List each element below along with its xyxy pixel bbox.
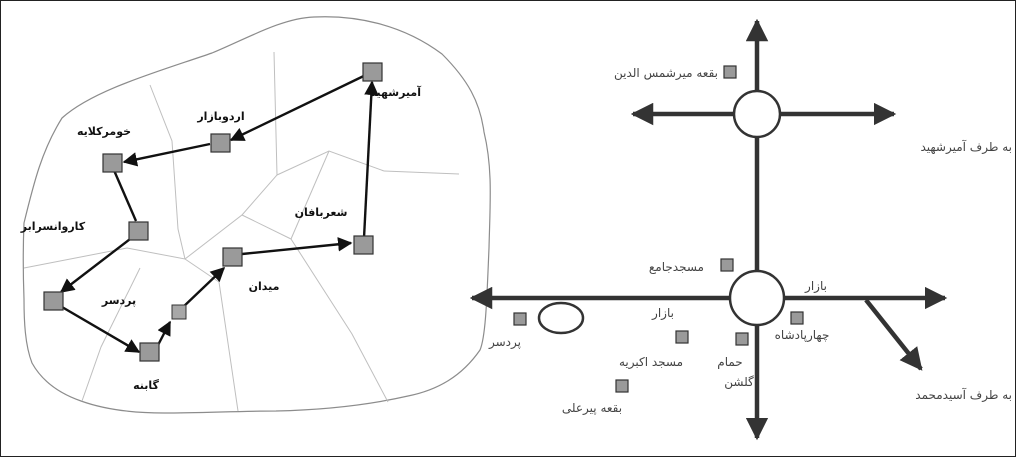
label-boghe-pirali: بقعه پیرعلی bbox=[562, 401, 622, 416]
district-line bbox=[290, 150, 330, 240]
label-karvansarabar: کاروانسرابر bbox=[20, 220, 86, 233]
diagonal-road bbox=[864, 298, 923, 371]
route-arrow bbox=[229, 70, 373, 142]
node-boghe-mirshams bbox=[723, 65, 737, 79]
node-hammam bbox=[735, 332, 749, 346]
node-sharbafan bbox=[353, 235, 374, 255]
district-line bbox=[218, 281, 239, 412]
left-map: آمیرشهید اردوبازار خومرکلایه کاروانسرابر… bbox=[20, 16, 491, 414]
label-boghe-mirshams: بقعه میرشمس الدین bbox=[614, 66, 718, 81]
node-middle-small bbox=[171, 304, 187, 320]
label-khomerkalaye: خومرکلایه bbox=[77, 125, 131, 138]
node-pardasar-right bbox=[513, 312, 527, 326]
label-pardasar-right: پردسر bbox=[488, 335, 521, 350]
node-gabneh bbox=[139, 342, 160, 362]
node-karvansarabar bbox=[128, 221, 149, 241]
route-arrow bbox=[122, 142, 211, 167]
node-boghe-pirali bbox=[615, 379, 629, 393]
label-masjed-akbarieh: مسجد اکبریه bbox=[619, 355, 683, 370]
label-pardasar: پردسر bbox=[101, 294, 136, 307]
route-arrow bbox=[59, 235, 135, 293]
node-masjed-akbarieh bbox=[675, 330, 689, 344]
roundabout-top bbox=[732, 89, 782, 139]
label-gabneh: گابنه bbox=[133, 379, 159, 392]
route-arrow bbox=[180, 267, 226, 310]
label-bazar-right: بازار bbox=[804, 279, 827, 294]
node-pardasar bbox=[43, 291, 64, 311]
roundabout-bottom bbox=[728, 269, 786, 327]
node-meydan bbox=[222, 247, 243, 267]
route-arrow bbox=[362, 80, 379, 239]
district-line bbox=[81, 267, 141, 402]
district-line bbox=[383, 170, 460, 175]
pardasar-ellipse bbox=[537, 301, 585, 335]
node-khomerkalaye bbox=[102, 153, 123, 173]
label-ordubazar: اردوبازار bbox=[196, 110, 244, 123]
node-amirshahid bbox=[362, 62, 383, 82]
label-chaharpadshah: چهارپادشاه bbox=[775, 328, 830, 343]
city-boundary bbox=[22, 16, 491, 414]
node-chaharpadshah bbox=[790, 311, 804, 325]
label-masjed-jame: مسجدجامع bbox=[649, 260, 704, 274]
label-amirshahid: آمیرشهید bbox=[370, 85, 421, 99]
label-bazar-left: بازار bbox=[651, 306, 674, 321]
label-toward-amirshahid: به طرف آمیرشهید bbox=[920, 139, 1012, 155]
label-golshan: گلشن bbox=[724, 375, 754, 390]
right-map: بقعه میرشمس الدین به طرف آمیرشهید مسجدجا… bbox=[469, 18, 1012, 441]
label-hammam: حمام bbox=[717, 355, 742, 369]
route-arrow bbox=[61, 305, 141, 354]
district-line bbox=[241, 51, 278, 216]
label-sharbafan: شعربافان bbox=[295, 206, 348, 219]
route-arrow bbox=[241, 237, 353, 256]
district-line bbox=[149, 84, 186, 260]
label-meydan: میدان bbox=[249, 280, 280, 293]
node-masjed-jame bbox=[720, 258, 734, 272]
route-arrow bbox=[111, 167, 138, 222]
node-ordubazar bbox=[210, 133, 231, 153]
label-toward-asidmohammad: به طرف آسیدمحمد bbox=[915, 387, 1012, 403]
district-line bbox=[290, 238, 389, 403]
